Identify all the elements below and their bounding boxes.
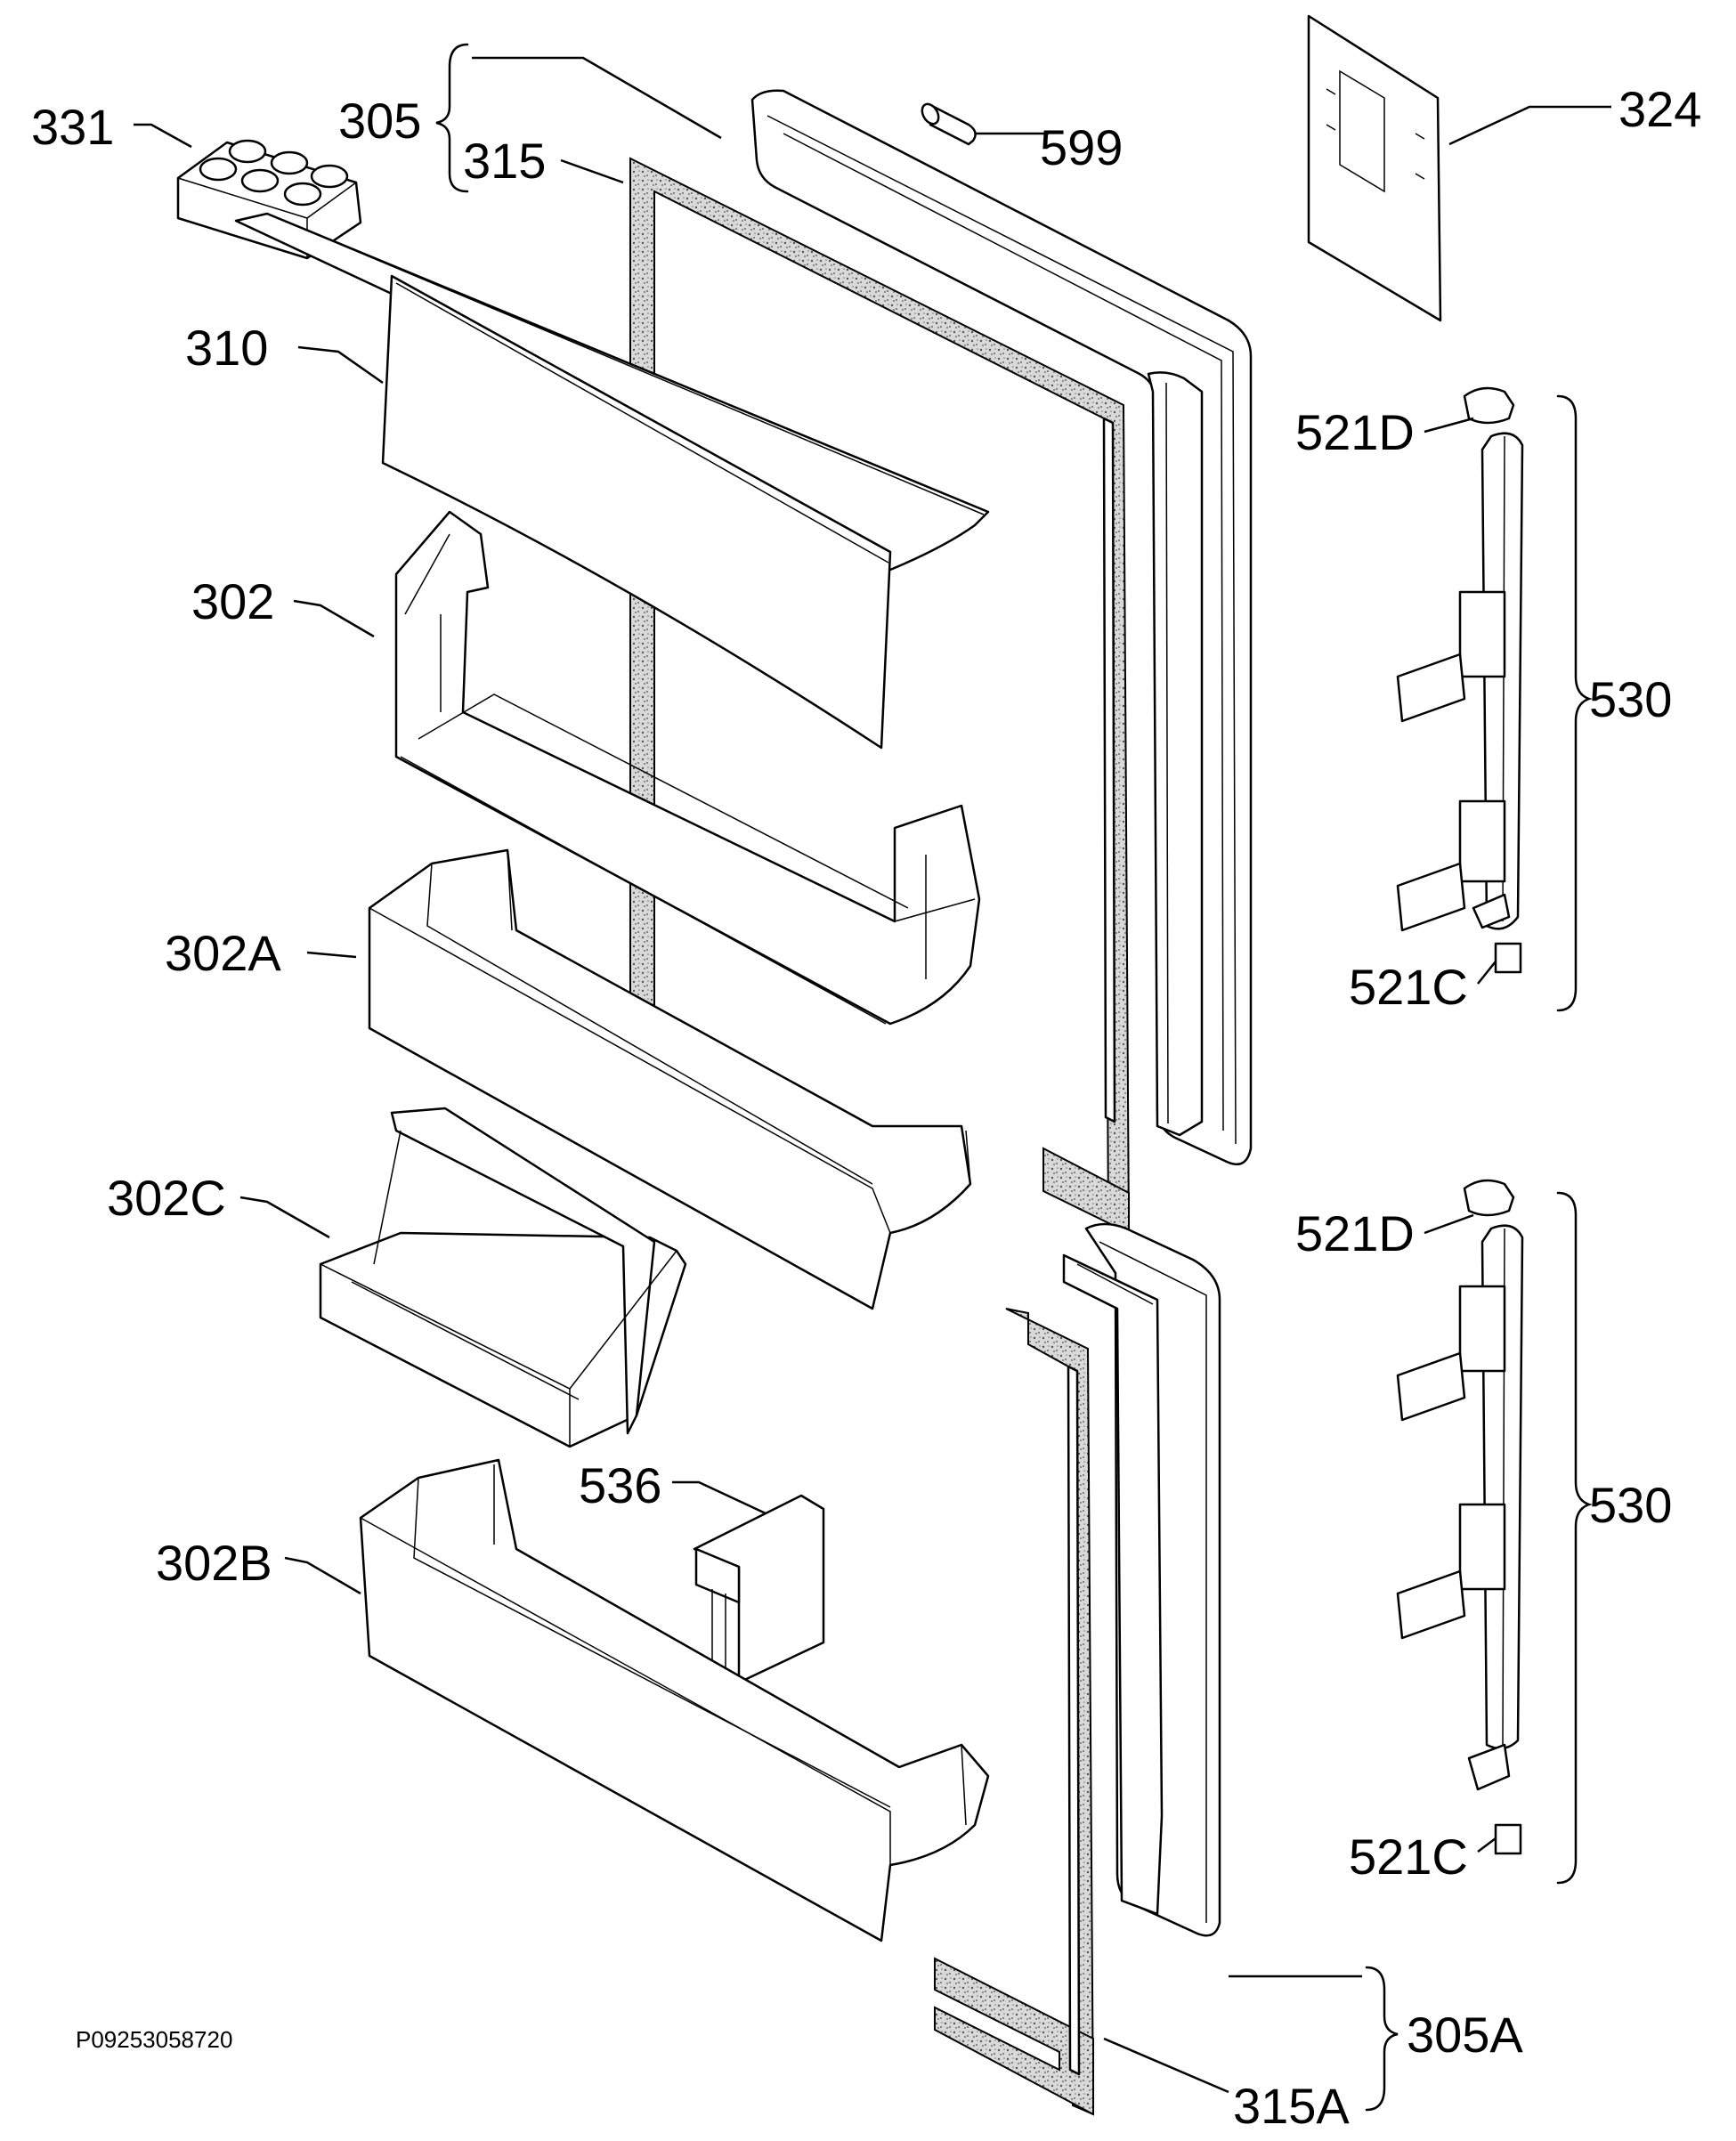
label-305: 305 [338, 93, 421, 149]
upper-door-gasket [629, 157, 1131, 1235]
bottom-door-shelf-part [359, 1458, 990, 1942]
upper-hinge-assembly [1396, 386, 1524, 974]
brace-530-bottom [1556, 1191, 1593, 1885]
upper-hinge-cap-bottom [1494, 942, 1522, 974]
lower-door-gasket [934, 1308, 1095, 2116]
label-521C-top: 521C [1349, 959, 1468, 1015]
upper-door-inner-panel [750, 89, 1253, 1166]
pin-part [921, 102, 977, 146]
upper-door-shelf-part [394, 510, 981, 1026]
label-302B: 302B [156, 1535, 272, 1591]
label-302C: 302C [107, 1170, 226, 1226]
lower-hinge-cap-bottom [1494, 1823, 1522, 1855]
part-labels: 331 305 315 599 324 310 521D 302 530 302… [31, 81, 1701, 2134]
label-331: 331 [31, 99, 114, 155]
leader-lines [134, 56, 1611, 2094]
drawing-code: P09253058720 [76, 2026, 232, 2053]
brace-305A [1365, 1966, 1399, 2112]
label-302A: 302A [165, 925, 281, 981]
upper-hinge-cap-top [1463, 386, 1515, 425]
label-521C-bottom: 521C [1349, 1829, 1468, 1885]
grouping-braces [435, 43, 1593, 2112]
label-530-top: 530 [1589, 671, 1672, 727]
brace-305 [435, 43, 469, 193]
bracket-clip-part [693, 1494, 825, 1687]
label-536: 536 [579, 1457, 661, 1513]
label-305A: 305A [1407, 2007, 1523, 2063]
rating-label-part [1307, 14, 1442, 322]
label-315: 315 [463, 133, 546, 189]
lower-hinge-cap-top [1463, 1179, 1515, 1217]
middle-door-shelf-part [368, 848, 972, 1310]
label-324: 324 [1618, 81, 1701, 137]
lower-hinge-assembly [1396, 1179, 1524, 1855]
label-302: 302 [191, 573, 274, 629]
label-521D-bottom: 521D [1295, 1205, 1415, 1261]
dairy-cover-part [234, 212, 990, 750]
label-530-bottom: 530 [1589, 1477, 1672, 1533]
label-310: 310 [185, 320, 268, 376]
small-door-tray-part [319, 1107, 687, 1448]
egg-tray-part [176, 139, 362, 260]
label-521D-top: 521D [1295, 404, 1415, 460]
label-599: 599 [1040, 119, 1123, 175]
label-315A: 315A [1233, 2078, 1350, 2134]
brace-530-top [1556, 394, 1593, 1012]
lower-door-inner-panel [1062, 1222, 1221, 1937]
